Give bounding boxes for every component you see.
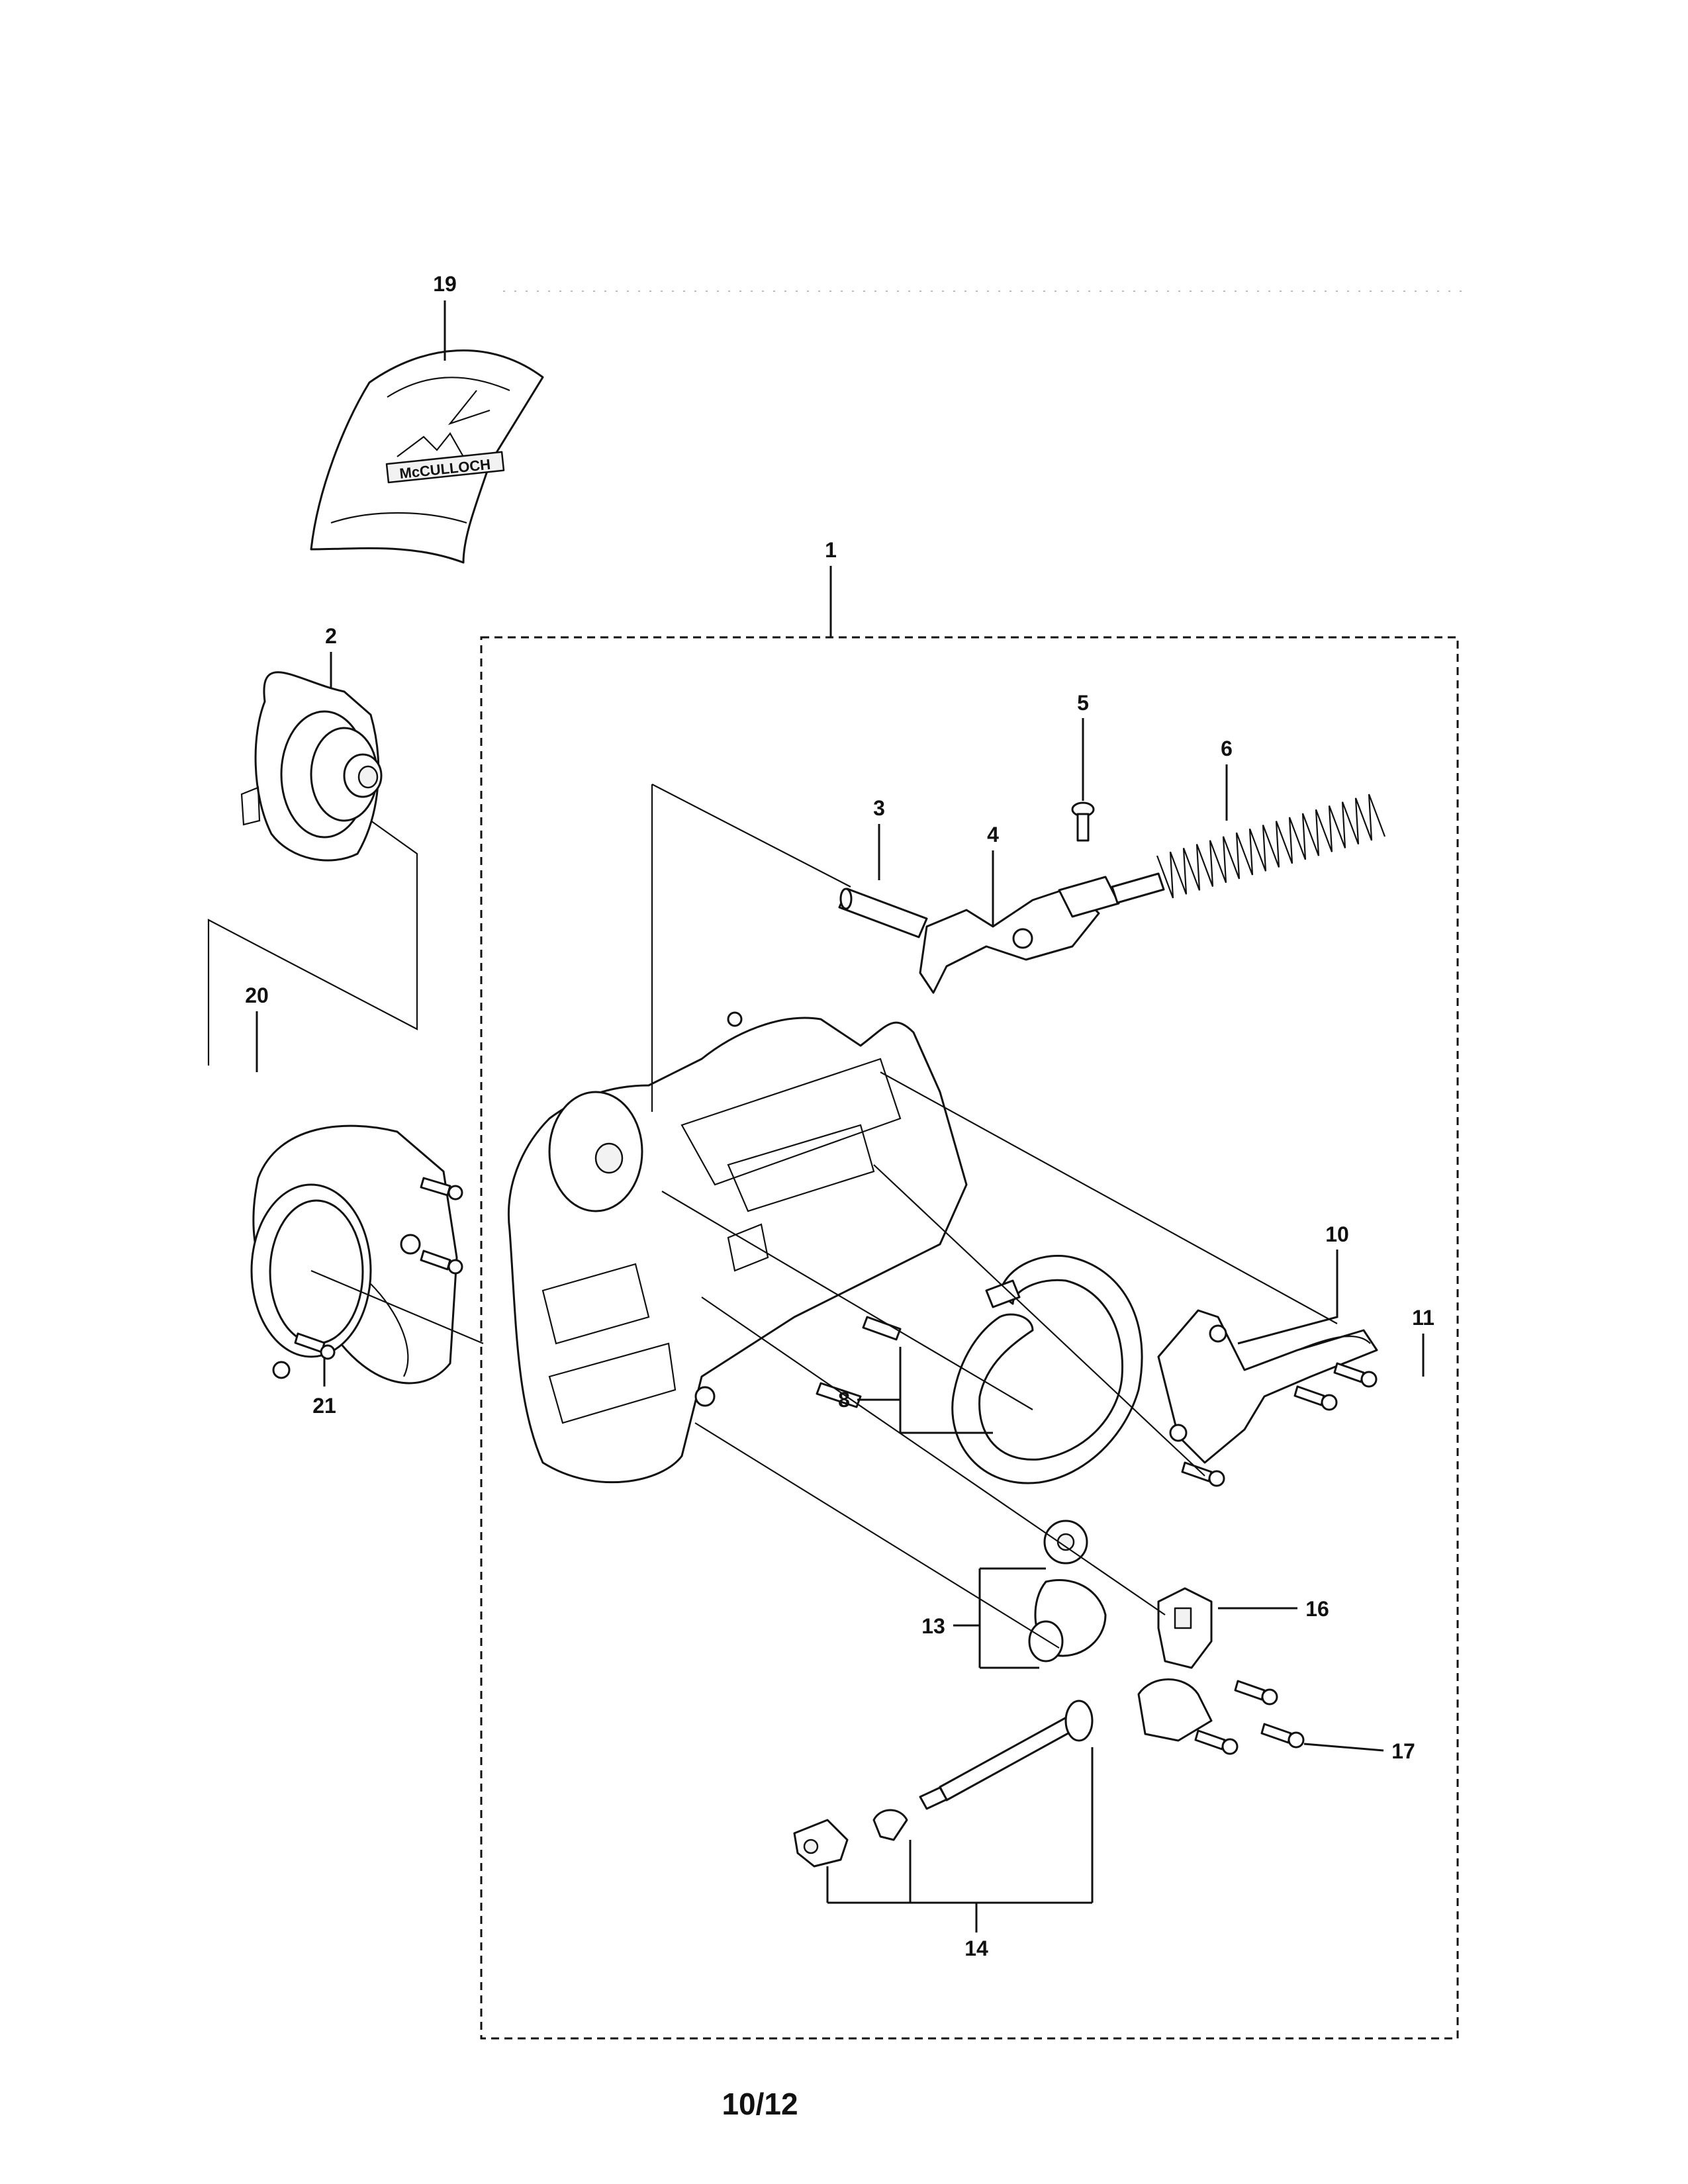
callout-21: 21	[312, 1394, 336, 1418]
callout-6: 6	[1221, 737, 1233, 760]
part-5-screw	[1071, 801, 1095, 842]
part-2-cap	[240, 671, 383, 862]
callout-13: 13	[921, 1614, 945, 1638]
part-10-brake-lever	[1157, 1309, 1378, 1464]
callout-5: 5	[1077, 691, 1089, 715]
part-13-gears	[1028, 1520, 1107, 1662]
part-6-spring	[1111, 794, 1386, 904]
callout-8: 8	[838, 1388, 850, 1412]
screws-21	[294, 1177, 463, 1360]
assembly-1-boundary	[480, 636, 1459, 2040]
callout-16: 16	[1305, 1597, 1329, 1621]
part-17-screws	[1137, 1678, 1305, 1755]
part-19-decal: McCULLOCH	[310, 349, 544, 564]
part-8-brake-band	[816, 1254, 1143, 1484]
callout-4: 4	[987, 823, 999, 846]
main-housing	[508, 1011, 968, 1484]
part-4-lever	[919, 876, 1120, 994]
part-14-adjuster	[793, 1700, 1094, 1868]
callout-19: 19	[433, 272, 457, 296]
callout-2: 2	[325, 624, 337, 648]
callout-20: 20	[245, 983, 269, 1007]
page-number: 10/12	[722, 2087, 798, 2121]
callout-1: 1	[825, 538, 837, 562]
callout-14: 14	[964, 1936, 988, 1960]
callout-labels: 19 1 2 3 4 5 6 20 10 11 21 8 13 16 17 14	[245, 272, 1434, 1960]
callout-11: 11	[1412, 1306, 1434, 1330]
callout-17: 17	[1391, 1739, 1415, 1763]
part-16-bracket	[1157, 1587, 1213, 1669]
callout-3: 3	[873, 796, 885, 820]
callout-10: 10	[1325, 1222, 1349, 1246]
part-3-pin	[838, 887, 928, 938]
leader-lines	[207, 300, 1425, 1933]
part-11-screws	[1181, 1362, 1378, 1487]
